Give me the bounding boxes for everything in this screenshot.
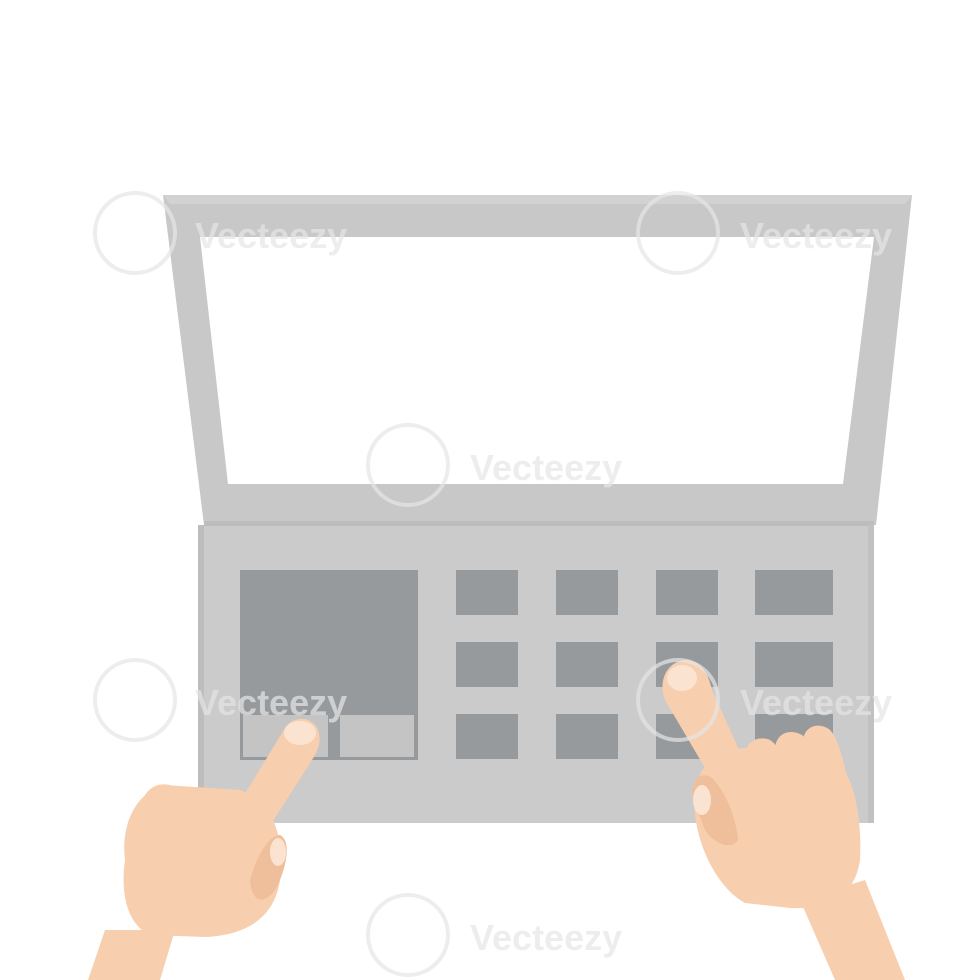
watermark-logo-icon [636, 191, 720, 275]
left-hand [88, 718, 320, 980]
right-hand [662, 660, 905, 980]
watermark-text: Vecteezy [470, 917, 622, 958]
watermark-layer: Vecteezy Vecteezy Vecteezy Vecteezy Vect… [93, 191, 892, 977]
touchpad-right-button[interactable] [340, 715, 414, 757]
key[interactable] [456, 642, 518, 687]
laptop-screen [163, 195, 912, 525]
watermark-logo-icon [366, 893, 450, 977]
left-wrist [88, 930, 175, 980]
key[interactable] [556, 570, 618, 615]
key[interactable] [556, 642, 618, 687]
watermark-text: Vecteezy [195, 682, 347, 723]
left-index-nail [284, 721, 316, 745]
watermark-text: Vecteezy [470, 447, 622, 488]
left-finger-1 [140, 784, 180, 835]
right-index-nail [667, 665, 697, 691]
key[interactable] [456, 570, 518, 615]
keyboard-deck-left-edge [198, 525, 204, 823]
right-wrist [800, 880, 905, 980]
key[interactable] [656, 570, 718, 615]
screen-bezel-top-edge [163, 195, 912, 204]
right-finger-1 [744, 738, 780, 780]
hinge-line [204, 521, 874, 526]
right-index-finger [662, 660, 748, 790]
key[interactable] [556, 714, 618, 759]
key[interactable] [456, 714, 518, 759]
keyboard-deck-right-edge [868, 525, 874, 823]
right-thumb-nail [693, 785, 711, 815]
left-index-finger [232, 718, 320, 838]
watermark-logo-icon [636, 658, 720, 742]
left-thumb-nail [270, 838, 286, 866]
left-finger-3 [200, 796, 238, 836]
watermark-logo-icon [93, 658, 177, 742]
watermark-text: Vecteezy [740, 215, 892, 256]
right-finger-2 [775, 731, 810, 775]
key[interactable] [755, 570, 833, 615]
watermark-logo-icon [366, 423, 450, 507]
left-finger-2 [170, 788, 210, 832]
watermark-logo-icon [93, 191, 177, 275]
right-finger-3 [803, 725, 850, 800]
screen-display [200, 237, 874, 484]
watermark-text: Vecteezy [195, 215, 347, 256]
key[interactable] [755, 642, 833, 687]
watermark-text: Vecteezy [740, 682, 892, 723]
right-palm [694, 747, 861, 909]
